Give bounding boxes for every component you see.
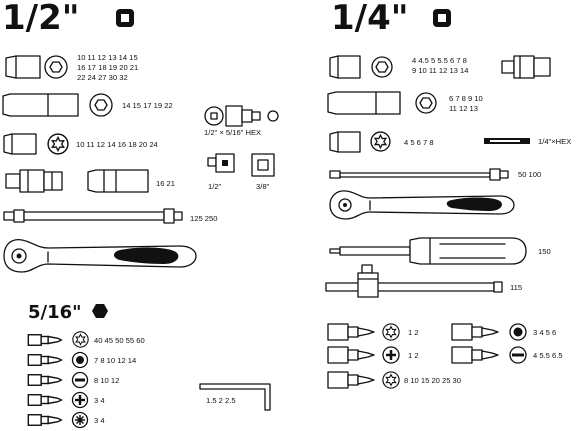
extension-bar-icon	[3, 208, 183, 224]
hex-adapter-bar-icon	[484, 138, 530, 144]
phillips-icon	[386, 350, 396, 360]
square-drive-inner-icon	[121, 14, 129, 22]
square-drive-inner-icon	[438, 14, 446, 22]
bit-holder-icon	[451, 346, 499, 364]
sliding-t-bar-icon	[325, 264, 503, 298]
torx-socket-icon	[3, 133, 69, 155]
torx-bit-sizes: 8 10 15 20 25 30	[404, 376, 461, 385]
hex-bit-sizes: 7 8 10 12 14	[94, 356, 136, 365]
hex-key-icon	[199, 383, 271, 411]
short-socket-icon	[329, 55, 393, 79]
adapter-icon	[207, 153, 275, 177]
torx-bit-icon	[72, 331, 89, 348]
deep-socket-icon	[2, 93, 113, 117]
bit-icon	[27, 373, 63, 387]
hex-key-sizes: 1.5 2 2.5	[206, 396, 236, 405]
phillips-icon	[75, 395, 85, 405]
universal-joint-icon	[5, 169, 63, 193]
short-socket-sizes: 9 10 11 12 13 14	[412, 66, 468, 75]
short-socket-sizes: 4 4.5 5 5.5 6 7 8	[412, 56, 467, 65]
torx-bit-end-icon	[382, 371, 400, 389]
bit-sizes: 1 2	[408, 328, 419, 337]
ratchet-icon	[329, 190, 515, 220]
hex-adapter-label: 1/2" × 5/16" HEX	[204, 128, 261, 137]
torx-socket-icon	[329, 131, 391, 153]
spark-plug-sizes: 16 21	[156, 179, 175, 188]
extension-sizes: 125 250	[190, 214, 217, 223]
screwdriver-icon	[329, 237, 527, 265]
ratchet-icon	[3, 238, 197, 273]
hex-bit-fill-icon	[513, 327, 523, 337]
bit-end-icon	[382, 323, 400, 341]
bit-icon	[27, 393, 63, 407]
bit-icon	[27, 333, 63, 347]
torx-socket-sizes: 4 5 6 7 8	[404, 138, 434, 147]
deep-socket-sizes: 11 12 13	[449, 104, 478, 113]
header-five-sixteenth: 5/16"	[28, 302, 82, 323]
slot-bit-sizes: 4 5.5 6.5	[533, 351, 563, 360]
slot-icon	[75, 378, 85, 382]
hex-drive-icon	[92, 304, 108, 318]
hex-bit-fill-icon	[76, 356, 84, 364]
bit-holder-icon	[451, 323, 499, 341]
pozidriv-icon	[75, 415, 85, 425]
pozidriv-bit-sizes: 3 4	[94, 416, 105, 425]
bit-holder-icon	[327, 323, 375, 341]
extension-sizes: 50 100	[518, 170, 541, 179]
torx-bit-sizes: 40 45 50 55 60	[94, 336, 145, 345]
slot-bit-sizes: 8 10 12	[94, 376, 119, 385]
extension-bar-icon	[329, 168, 509, 181]
universal-joint-icon	[501, 55, 551, 79]
short-socket-sizes: 16 17 18 19 20 21	[77, 63, 138, 72]
header-half-inch: 1/2"	[2, 0, 79, 38]
adapter-right-label: 3/8"	[256, 182, 270, 191]
bit-sizes: 1 2	[408, 351, 419, 360]
hex-bit-sizes: 3 4 5 6	[533, 328, 556, 337]
deep-socket-sizes: 6 7 8 9 10	[449, 94, 483, 103]
deep-socket-sizes: 14 15 17 19 22	[122, 101, 173, 110]
screwdriver-size: 150	[538, 247, 551, 256]
short-socket-sizes: 22 24 27 30 32	[77, 73, 128, 82]
slot-icon	[512, 353, 524, 357]
torx-socket-sizes: 10 11 12 14 16 18 20 24	[76, 140, 158, 149]
bit-icon	[27, 413, 63, 427]
header-quarter-inch: 1/4"	[331, 0, 408, 38]
bit-holder-icon	[327, 346, 375, 364]
adapter-left-label: 1/2"	[208, 182, 222, 191]
phillips-bit-sizes: 3 4	[94, 396, 105, 405]
sliding-t-bar-size: 115	[510, 283, 522, 292]
bit-icon	[27, 353, 63, 367]
hex-adapter-icon	[204, 105, 279, 127]
short-socket-sizes: 10 11 12 13 14 15	[77, 53, 138, 62]
bit-holder-icon	[327, 371, 375, 389]
short-socket-icon	[5, 55, 68, 79]
hex-adapter-label: 1/4"×HEX	[538, 137, 571, 146]
spark-plug-socket-icon	[87, 169, 149, 193]
deep-socket-icon	[327, 91, 437, 115]
